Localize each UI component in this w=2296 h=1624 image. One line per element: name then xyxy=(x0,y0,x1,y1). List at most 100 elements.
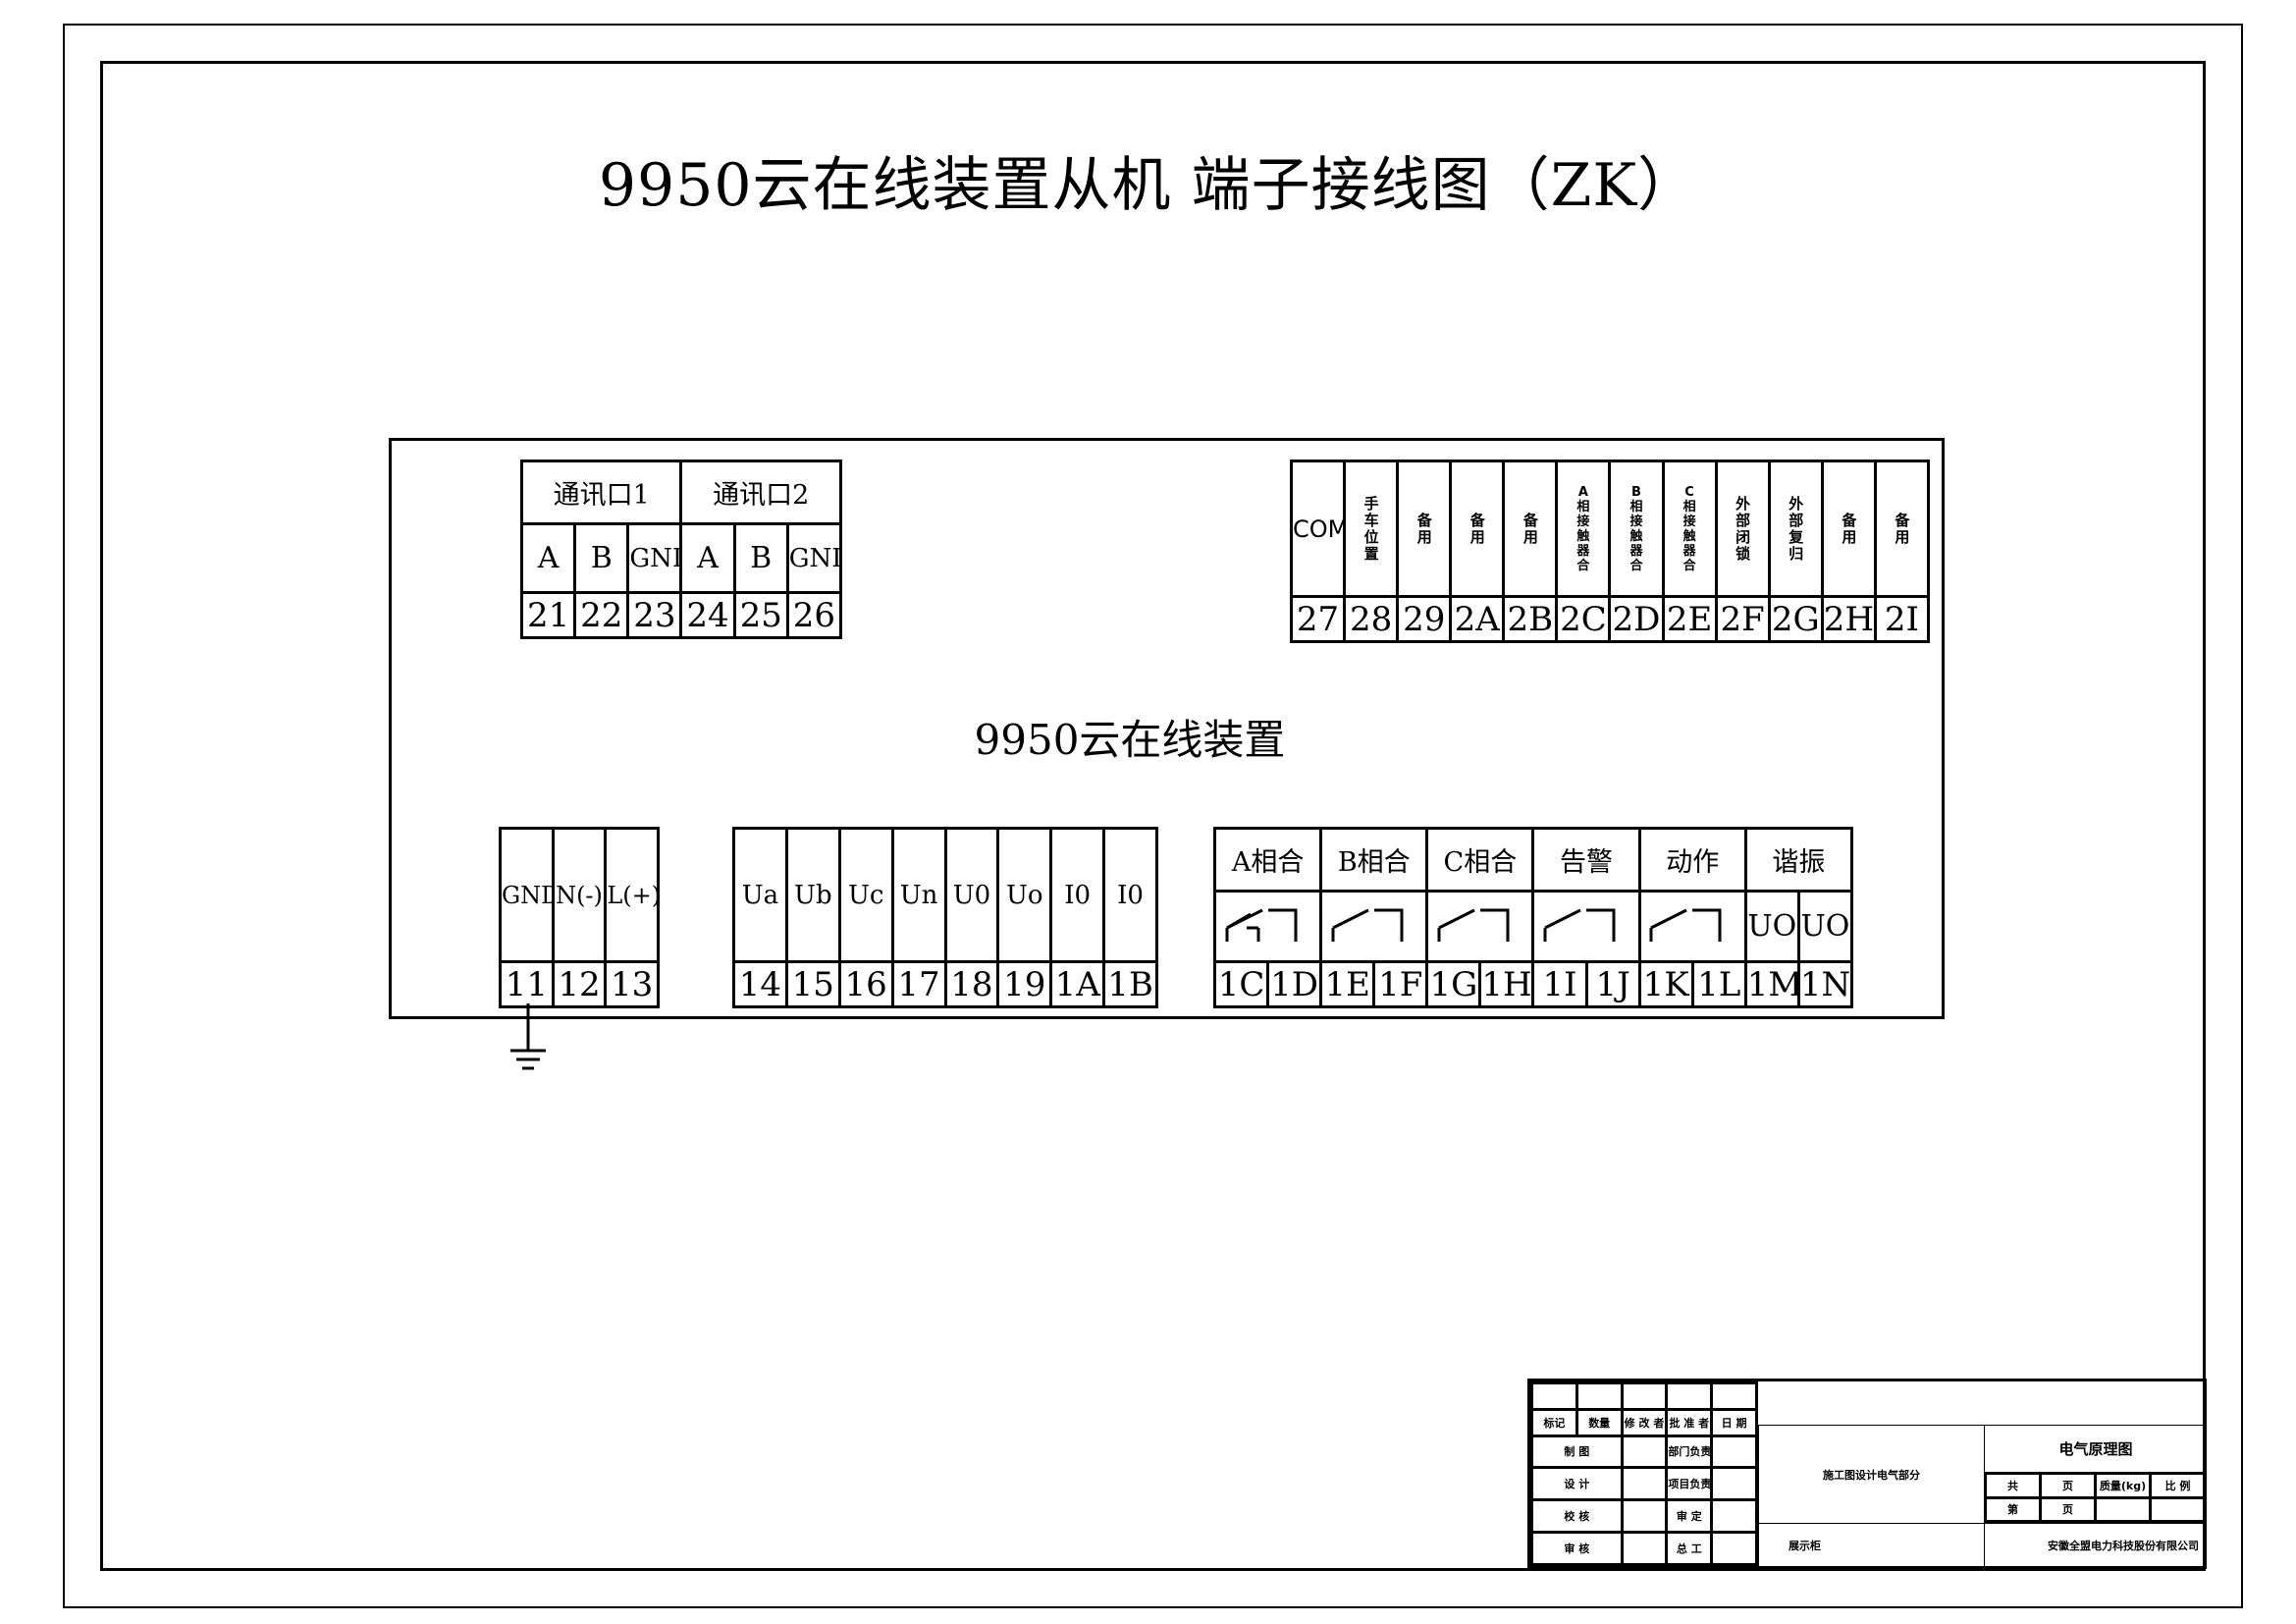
terminal-number: 1K xyxy=(1637,960,1694,1008)
relay-contact-symbol xyxy=(1531,890,1641,963)
terminal-label: B xyxy=(732,522,789,594)
terminal-label: Ua xyxy=(732,827,788,963)
dept-role-label: 审 定 xyxy=(1665,1498,1714,1535)
terminal-label: COM xyxy=(1289,460,1347,598)
terminal-label: 外部闭锁 xyxy=(1714,460,1771,598)
terminal-number: 2F xyxy=(1714,595,1771,643)
terminal-number: 21 xyxy=(519,591,577,639)
comm-terminal-block: 通讯口1 通讯口2 A B GND A B GND 21 22 23 24 25… xyxy=(519,460,843,639)
normally-open-contact-icon xyxy=(1331,908,1404,942)
terminal-number: 2C xyxy=(1555,595,1612,643)
meta-label: 第 xyxy=(1984,1495,2042,1523)
title-block: 标记 数量 修 改 者 批 准 者 日 期 制 图 部门负责人 设 计 项目负责… xyxy=(1527,1379,2207,1569)
terminal-label: B相接触器合 xyxy=(1608,460,1665,598)
terminal-number: 1B xyxy=(1102,960,1158,1008)
terminal-label: GND xyxy=(626,522,683,594)
terminal-label: GND xyxy=(785,522,843,594)
normally-open-contact-icon xyxy=(1437,908,1510,942)
terminal-label: I0 xyxy=(1102,827,1158,963)
stage-label: 施工图设计电气部分 xyxy=(1758,1425,1984,1523)
terminal-number: 17 xyxy=(890,960,947,1008)
power-terminal-block: GND N(-) L(+) 11 12 13 xyxy=(499,827,660,1008)
normally-open-contact-icon xyxy=(1543,908,1616,942)
normally-open-contact-icon xyxy=(1649,908,1722,942)
terminal-number: 2H xyxy=(1820,595,1877,643)
terminal-number: 25 xyxy=(732,591,789,639)
revision-header: 修 改 者 xyxy=(1620,1407,1669,1437)
terminal-number: 12 xyxy=(551,960,608,1008)
drawing-title: 9950云在线装置从机 端子接线图（ZK） xyxy=(598,151,1698,220)
terminal-number: 13 xyxy=(604,960,660,1008)
terminal-label: A相接触器合 xyxy=(1555,460,1612,598)
project-label: 展示柜 xyxy=(1758,1523,1984,1566)
drawing-inner-border xyxy=(100,61,2206,1571)
meta-label: 共 xyxy=(1984,1472,2042,1499)
role-label: 制 图 xyxy=(1530,1434,1624,1470)
terminal-number: 2B xyxy=(1502,595,1559,643)
relay-terminal-block: A相合 B相合 C相合 告警 动作 谐振 xyxy=(1212,827,1854,1008)
revision-header: 数量 xyxy=(1575,1407,1624,1437)
meta-label: 页 xyxy=(2039,1495,2097,1523)
terminal-label: 备用 xyxy=(1820,460,1877,598)
terminal-number: 14 xyxy=(732,960,788,1008)
revision-header: 批 准 者 xyxy=(1665,1407,1714,1437)
dept-role-label: 总 工 xyxy=(1665,1531,1714,1566)
terminal-label: A xyxy=(519,522,577,594)
terminal-number: 16 xyxy=(837,960,894,1008)
terminal-number: 26 xyxy=(785,591,843,639)
revision-header: 标记 xyxy=(1530,1407,1578,1437)
terminal-label: UO xyxy=(1743,890,1800,963)
terminal-number: 1E xyxy=(1319,960,1376,1008)
relay-header: 告警 xyxy=(1531,827,1641,893)
terminal-number: 2D xyxy=(1608,595,1665,643)
terminal-number: 19 xyxy=(996,960,1053,1008)
comm-port-1-header: 通讯口1 xyxy=(519,460,683,525)
terminal-label: 备用 xyxy=(1502,460,1559,598)
terminal-label: I0 xyxy=(1049,827,1106,963)
relay-header: 谐振 xyxy=(1743,827,1854,893)
revision-header: 日 期 xyxy=(1710,1407,1758,1437)
dept-role-label: 部门负责人 xyxy=(1665,1434,1714,1470)
terminal-number: 1J xyxy=(1584,960,1641,1008)
terminal-label: GND xyxy=(499,827,555,963)
meta-label: 质量(kg) xyxy=(2094,1472,2152,1499)
terminal-number: 1H xyxy=(1478,960,1535,1008)
measurement-terminal-block: Ua Ub Uc Un U0 Uo I0 I0 14 15 16 17 18 1… xyxy=(732,827,1158,1008)
terminal-number: 1N xyxy=(1796,960,1854,1008)
terminal-number: 1A xyxy=(1049,960,1106,1008)
terminal-number: 1C xyxy=(1212,960,1270,1008)
meta-label: 页 xyxy=(2039,1472,2097,1499)
terminal-number: 1G xyxy=(1425,960,1482,1008)
dept-role-label: 项目负责人 xyxy=(1665,1466,1714,1502)
terminal-label: C相接触器合 xyxy=(1661,460,1718,598)
device-outline xyxy=(389,438,1945,1019)
terminal-label: L(+) xyxy=(604,827,660,963)
relay-header: 动作 xyxy=(1637,827,1747,893)
terminal-number: 1M xyxy=(1743,960,1800,1008)
sheet-meta-table: 共 页 质量(kg) 比 例 第 页 xyxy=(1984,1472,2207,1523)
terminal-number: 2A xyxy=(1449,595,1506,643)
relay-header: C相合 xyxy=(1425,827,1535,893)
terminal-number: 2I xyxy=(1873,595,1931,643)
relay-contact-symbol xyxy=(1637,890,1747,963)
relay-header: A相合 xyxy=(1212,827,1323,893)
normally-open-contact-icon xyxy=(1225,908,1298,942)
terminal-number: 15 xyxy=(784,960,841,1008)
drawing-name-label: 电气原理图 xyxy=(1984,1425,2207,1472)
io-terminal-block: COM 手车位置 备用 备用 备用 A相接触器合 B相接触器合 C相接触器合 外… xyxy=(1289,460,1931,643)
revision-table: 标记 数量 修 改 者 批 准 者 日 期 制 图 部门负责人 设 计 项目负责… xyxy=(1530,1381,1758,1566)
terminal-label: A xyxy=(679,522,736,594)
relay-contact-symbol xyxy=(1212,890,1323,963)
terminal-number: 2E xyxy=(1661,595,1718,643)
terminal-label: 备用 xyxy=(1449,460,1506,598)
role-label: 校 核 xyxy=(1530,1498,1624,1535)
drawing-outer-border xyxy=(63,24,2243,1608)
terminal-number: 22 xyxy=(573,591,630,639)
terminal-label: UO xyxy=(1796,890,1854,963)
terminal-number: 1F xyxy=(1372,960,1429,1008)
terminal-label: 备用 xyxy=(1873,460,1931,598)
terminal-number: 1L xyxy=(1690,960,1747,1008)
company-label: 安徽全盟电力科技股份有限公司 xyxy=(1984,1523,2207,1566)
device-label: 9950云在线装置 xyxy=(974,716,1286,764)
terminal-label: 备用 xyxy=(1396,460,1453,598)
